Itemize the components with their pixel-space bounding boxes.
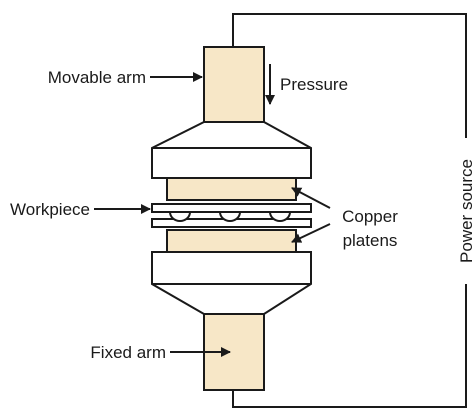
upper-platen-arrow [291,187,331,209]
movable-arm [203,46,265,123]
upper-electrode-holder [151,121,312,179]
movable-arm-label: Movable arm [48,68,146,87]
power-source-label-gap [455,138,474,284]
copper-label: Copper [342,207,398,226]
lower-copper-platen [166,229,297,253]
platens-label: platens [343,231,398,250]
fixed-arm-label: Fixed arm [90,343,166,362]
upper-copper-platen [166,177,297,201]
projection-welds [168,211,292,222]
power-source-label: Power source [457,159,474,263]
pressure-label: Pressure [280,75,348,94]
workpiece-label: Workpiece [10,200,90,219]
workpiece-top-sheet [151,203,312,213]
lower-platen-arrow [291,223,331,243]
